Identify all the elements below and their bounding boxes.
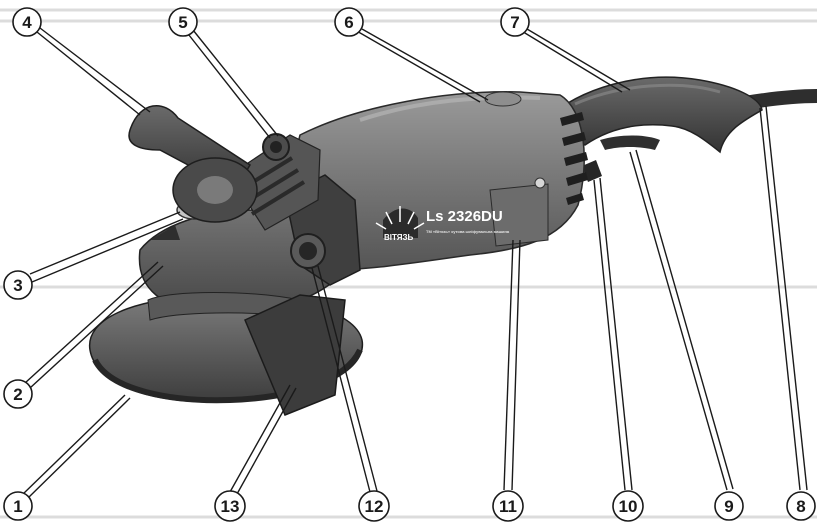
leader-1b — [27, 397, 131, 499]
callout-7: 7 — [500, 7, 530, 37]
callout-10-label: 10 — [619, 497, 638, 516]
model-label: Ls 2326DU — [426, 208, 503, 225]
brand-rays — [375, 206, 425, 230]
rotation-arrow — [150, 225, 180, 240]
grinding-disc-hub — [197, 176, 233, 204]
model-subtitle: ТМ «Вітязь» кутова шліфувальна машина — [426, 229, 510, 234]
handle-grip-highlight — [574, 83, 721, 106]
cover-screw — [534, 177, 546, 189]
brand-logo: ВІТЯЗЬ — [375, 206, 425, 242]
callout-8-label: 8 — [796, 497, 805, 516]
callout-4-label: 4 — [22, 13, 32, 32]
leader-3b — [31, 218, 184, 283]
brush-cover — [489, 183, 549, 247]
leader-3 — [29, 211, 181, 275]
leader-8 — [759, 107, 801, 491]
brand-sunburst — [383, 208, 418, 238]
leader-7 — [519, 29, 623, 93]
leader-12b — [317, 265, 378, 492]
leader-4 — [31, 27, 141, 116]
callout-8: 8 — [786, 491, 816, 521]
leader-6b — [361, 28, 489, 101]
callout-6: 6 — [334, 7, 364, 37]
callout-11-label: 11 — [499, 497, 517, 516]
leader-lines — [21, 27, 808, 499]
callout-3: 3 — [3, 270, 33, 300]
callout-3-label: 3 — [13, 276, 22, 295]
leader-13b — [236, 387, 297, 495]
leader-9b — [635, 149, 734, 490]
leader-10 — [593, 179, 626, 491]
callouts: 4 5 6 7 3 2 1 13 — [3, 7, 816, 522]
callout-12-label: 12 — [365, 497, 384, 516]
callout-13: 13 — [214, 490, 246, 522]
leader-12 — [311, 267, 371, 493]
leader-11b — [511, 239, 521, 491]
leader-1 — [21, 394, 126, 496]
ventilation-grille — [560, 112, 588, 205]
leader-6 — [354, 29, 481, 103]
callout-6-label: 6 — [344, 13, 353, 32]
callout-10: 10 — [612, 490, 644, 522]
callout-11: 11 — [492, 490, 524, 522]
leader-13 — [229, 384, 291, 493]
trigger-switch — [600, 135, 660, 150]
callout-13-label: 13 — [221, 497, 240, 516]
callout-9: 9 — [714, 491, 744, 521]
callout-2: 2 — [3, 379, 33, 409]
callout-5-label: 5 — [178, 13, 187, 32]
leader-5 — [184, 29, 271, 139]
callout-4: 4 — [12, 7, 42, 37]
leader-2b — [29, 265, 164, 389]
leader-11 — [503, 239, 514, 491]
leader-5b — [192, 29, 279, 137]
housing-top-boss — [484, 91, 522, 107]
callout-2-label: 2 — [13, 385, 22, 404]
leader-10b — [599, 177, 633, 491]
callout-1-label: 1 — [13, 497, 22, 516]
leader-7b — [526, 28, 631, 91]
callout-5: 5 — [168, 7, 198, 37]
leader-4b — [39, 27, 151, 113]
callout-7-label: 7 — [510, 13, 519, 32]
callout-1: 1 — [3, 491, 33, 521]
side-handle-socket-hole — [299, 242, 317, 260]
leader-2 — [24, 261, 159, 384]
callout-9-label: 9 — [724, 497, 733, 516]
leader-9 — [629, 151, 728, 491]
leader-8b — [765, 105, 808, 491]
auxiliary-handle-hole-top-inner — [270, 141, 282, 153]
callout-12: 12 — [358, 490, 390, 522]
guide-lines — [0, 8, 817, 519]
brand-name: ВІТЯЗЬ — [384, 233, 414, 242]
